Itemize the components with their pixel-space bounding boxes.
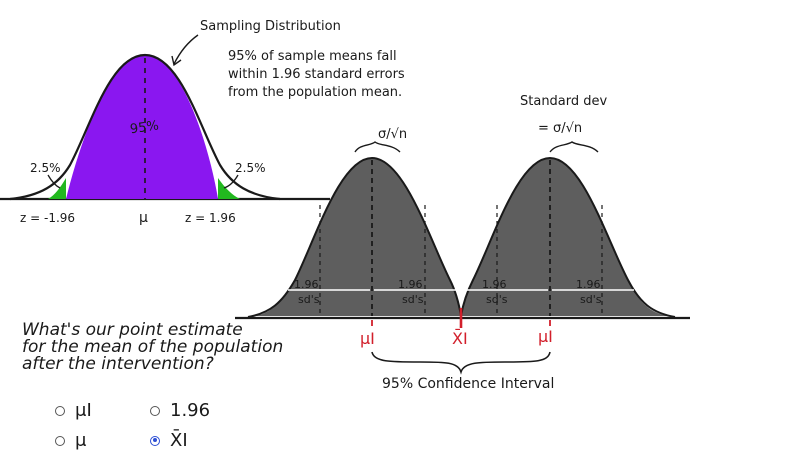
second-curve-fill (461, 158, 668, 316)
dist-3-unit: sd's (486, 293, 508, 306)
std-dev-title: Standard dev (520, 94, 608, 109)
dist-2-value: 1.96 (398, 278, 423, 291)
dist-4-value: 1.96 (576, 278, 601, 291)
left-tail-region (48, 178, 66, 199)
caption-line-3: from the population mean. (228, 85, 402, 100)
answer-choices: μI 1.96 μ X̄I (55, 400, 255, 460)
confidence-interval-diagram: 1.96 sd's 1.96 sd's 1.96 sd's 1.96 sd's … (235, 94, 690, 392)
right-tail-pointer (223, 174, 239, 189)
left-top-brace (354, 141, 401, 153)
caption-arrow-head (171, 55, 182, 67)
left-center-percent: 95% (129, 118, 160, 137)
radio-x-bar-i[interactable] (150, 435, 160, 446)
choice-x-bar-i-label: X̄I (170, 430, 188, 451)
dist-1-unit: sd's (298, 293, 320, 306)
dist-1-value: 1.96 (294, 278, 319, 291)
caption-arrow (173, 34, 199, 65)
radio-mu[interactable] (55, 435, 65, 446)
radio-1-96[interactable] (150, 405, 160, 416)
choice-1-96[interactable]: 1.96 (150, 400, 210, 421)
first-curve-fill (255, 158, 461, 316)
choice-1-96-label: 1.96 (170, 400, 211, 421)
z-left-label: z = -1.96 (20, 211, 75, 225)
sampling-distribution-diagram: 95% 2.5% 2.5% z = -1.96 μ z = 1.96 Sampl… (0, 19, 405, 226)
left-tail-percent: 2.5% (30, 161, 61, 175)
left-curve-center-region (66, 55, 218, 199)
z-right-label: z = 1.96 (185, 211, 236, 225)
left-bell-curve (9, 53, 281, 201)
mu-i-right-label: μI (538, 327, 553, 346)
question-line-1: What's our point estimate (22, 320, 243, 340)
dist-2-unit: sd's (402, 293, 424, 306)
choice-mu[interactable]: μ (55, 430, 86, 451)
right-top-brace (549, 141, 599, 153)
x-bar-label: X̄I (452, 329, 468, 348)
right-tail-percent: 2.5% (235, 161, 266, 175)
mu-label: μ (139, 210, 148, 226)
choice-mu-label: μ (75, 430, 87, 451)
right-tail-region (218, 178, 240, 199)
caption-line-2: within 1.96 standard errors (228, 67, 405, 82)
second-bell-curve (460, 156, 676, 318)
question-line-2: for the mean of the population (22, 337, 284, 357)
dist-3-value: 1.96 (482, 278, 507, 291)
choice-x-bar-i[interactable]: X̄I (150, 430, 188, 451)
radio-mu-i[interactable] (55, 405, 65, 416)
mu-i-left-label: μI (360, 329, 375, 348)
question-line-3: after the intervention? (22, 354, 214, 374)
sigma-over-root-n-left: σ/√n (378, 127, 407, 142)
std-dev-value: = σ/√n (538, 121, 582, 136)
question-block: What's our point estimate for the mean o… (22, 322, 322, 373)
sampling-distribution-title: Sampling Distribution (200, 19, 341, 34)
choice-mu-i-label: μI (75, 400, 92, 421)
left-tail-pointer (47, 174, 61, 189)
choice-mu-i[interactable]: μI (55, 400, 92, 421)
dist-4-unit: sd's (580, 293, 602, 306)
ci-label: 95% Confidence Interval (382, 376, 554, 392)
caption-line-1: 95% of sample means fall (228, 49, 397, 64)
ci-brace (371, 351, 551, 375)
